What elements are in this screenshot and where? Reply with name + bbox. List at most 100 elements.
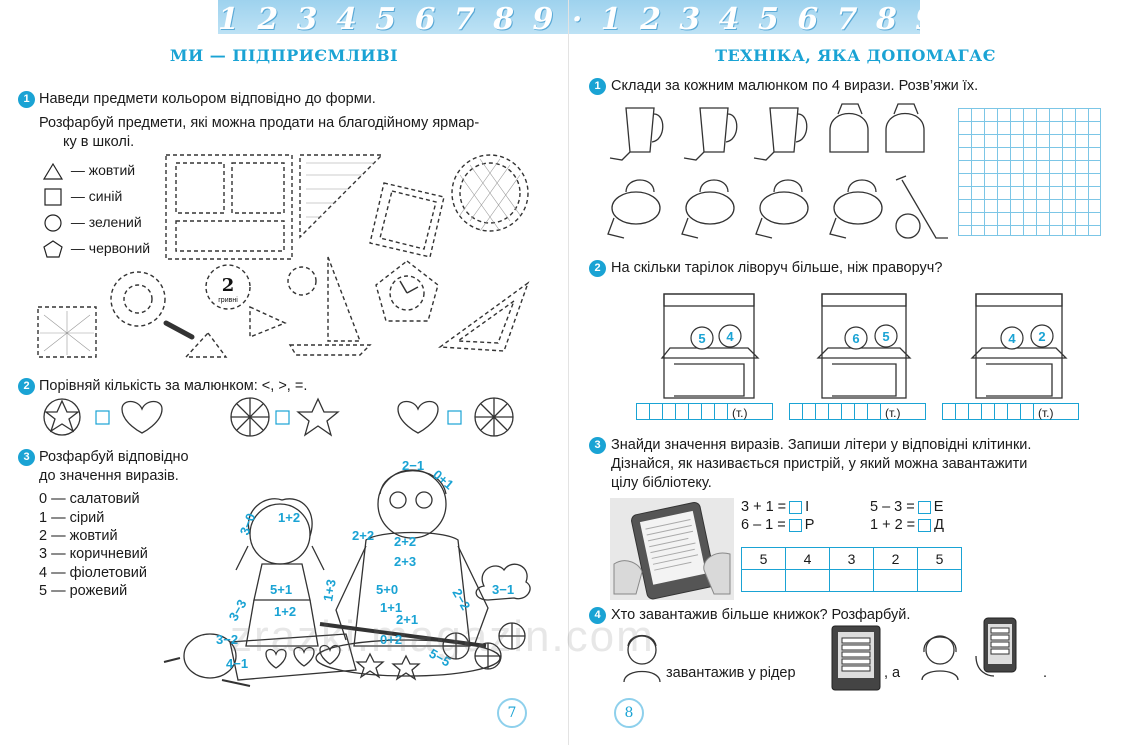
answer-box[interactable] bbox=[789, 500, 803, 514]
page-number-7: 7 bbox=[497, 698, 527, 728]
compare-box-2[interactable] bbox=[275, 410, 290, 425]
ereader-hands-illustration bbox=[610, 498, 734, 600]
picture-expression: 1+1 bbox=[380, 600, 402, 615]
picture-expression: 2+2 bbox=[352, 528, 374, 543]
expression-letter: Д bbox=[934, 517, 944, 533]
dough bbox=[315, 639, 501, 677]
picture-expression: 1+2 bbox=[278, 510, 300, 525]
compare-box-3[interactable] bbox=[447, 410, 462, 425]
picture-expression: 4−1 bbox=[226, 656, 248, 671]
legend-circle: — зелений bbox=[43, 212, 142, 232]
grandmother-head bbox=[377, 469, 447, 539]
decode-number: 5 bbox=[741, 547, 786, 570]
decode-number: 2 bbox=[873, 547, 918, 570]
task-1-instruction: Склади за кожним малюнком по 4 вирази. Р… bbox=[611, 78, 979, 94]
decode-number: 4 bbox=[785, 547, 830, 570]
decode-number: 3 bbox=[829, 547, 874, 570]
decode-numbers-row: 5 4 3 2 5 bbox=[741, 547, 962, 570]
dishwasher-icon bbox=[970, 293, 1068, 399]
task-1-shapes-illustration: 2 гривні bbox=[37, 154, 530, 358]
answer-strip-3[interactable]: (т.) bbox=[942, 403, 1079, 420]
answer-strip-1[interactable]: (т.) bbox=[636, 403, 773, 420]
plate-icon bbox=[874, 324, 898, 348]
small-triangle-shape bbox=[184, 331, 228, 358]
plates-right-count: 4 bbox=[726, 329, 734, 344]
frame-shape bbox=[369, 182, 445, 258]
decode-letter-cell[interactable] bbox=[917, 569, 962, 592]
boy-avatar bbox=[623, 634, 661, 683]
square-icon bbox=[44, 188, 62, 206]
answer-strip-2[interactable]: (т.) bbox=[789, 403, 926, 420]
task-3-line1: Розфарбуй відповідно bbox=[39, 449, 189, 465]
grandmother-apron bbox=[353, 531, 471, 647]
color-key-1: 1 — сірий bbox=[39, 510, 105, 526]
cookie-icon bbox=[43, 398, 81, 436]
picture-expression: 1+3 bbox=[320, 578, 339, 602]
expression-letter: І bbox=[805, 499, 810, 515]
circle-icon bbox=[44, 214, 62, 232]
answer-box[interactable] bbox=[917, 500, 931, 514]
page-number-8: 8 bbox=[614, 698, 644, 728]
clock-shape bbox=[375, 260, 439, 322]
task-4-sentence-part1: завантажив у рідер bbox=[666, 665, 796, 681]
coin-shape bbox=[205, 264, 251, 310]
picture-expression: 5+1 bbox=[270, 582, 292, 597]
task-4-sentence-end: . bbox=[1043, 665, 1048, 681]
color-key-0: 0 — салатовий bbox=[39, 491, 140, 507]
decode-number: 5 bbox=[917, 547, 962, 570]
cookie-tray bbox=[229, 633, 357, 681]
picture-expression: 3−2 bbox=[216, 632, 238, 647]
task-3-number: 3 bbox=[18, 449, 35, 466]
plate-icon bbox=[1030, 324, 1054, 348]
decode-letter-cell[interactable] bbox=[829, 569, 874, 592]
task-3-number: 3 bbox=[589, 437, 606, 454]
coin-value: 2 bbox=[222, 275, 235, 296]
decode-letter-cell[interactable] bbox=[873, 569, 918, 592]
color-key-3: 3 — коричневий bbox=[39, 546, 148, 562]
decode-letter-cell[interactable] bbox=[785, 569, 830, 592]
star-cookie-icon bbox=[296, 397, 340, 437]
expression-text: 6 – 1 = bbox=[741, 517, 786, 533]
color-key-4: 4 — фіолетовий bbox=[39, 565, 148, 581]
kettle-icon bbox=[683, 107, 738, 161]
picture-expression: 1+2 bbox=[274, 604, 296, 619]
legend-triangle: — жовтий bbox=[42, 160, 135, 180]
kettle-icon bbox=[609, 107, 664, 161]
flag-shape bbox=[249, 305, 287, 339]
triangle-icon bbox=[42, 163, 64, 180]
page-gutter bbox=[568, 0, 569, 745]
triangle-shape bbox=[299, 154, 384, 239]
digits-banner: 1 2 3 4 5 6 7 8 9 · 1 2 3 4 5 6 7 8 9 bbox=[218, 0, 920, 34]
phone-books-icon bbox=[975, 617, 1017, 677]
decode-letter-cell[interactable] bbox=[741, 569, 786, 592]
picture-expression: 2−2 bbox=[449, 586, 473, 613]
expression-text: 1 + 2 = bbox=[870, 517, 916, 533]
picture-expression: 3−1 bbox=[492, 582, 514, 597]
expression-3: 6 – 1 =Р bbox=[741, 516, 814, 534]
expression-letter: Е bbox=[933, 499, 944, 515]
baking-coloring-picture: 3−0 1+2 2−1 0+1 2+2 2+2 2+3 5+1 1+2 1+3 … bbox=[163, 458, 531, 687]
legend-label: — зелений bbox=[70, 214, 142, 230]
picture-expression: 3−0 bbox=[237, 511, 259, 537]
plates-right-count: 2 bbox=[1038, 329, 1045, 344]
left-page: МИ — ПІДПРИЄМЛИВІ 1 Наведи предмети коль… bbox=[0, 0, 568, 745]
unit-label: (т.) bbox=[1038, 406, 1054, 420]
legend-square: — синій bbox=[43, 186, 122, 206]
plate-icon bbox=[844, 326, 868, 350]
pie-shape bbox=[451, 154, 529, 232]
upright-vacuum-icon bbox=[895, 175, 948, 239]
picture-expression: 0+2 bbox=[380, 632, 402, 647]
answer-grid[interactable] bbox=[958, 108, 1101, 236]
answer-box[interactable] bbox=[788, 518, 802, 532]
task-1-line2: Розфарбуй предмети, які можна продати на… bbox=[39, 115, 480, 131]
compare-box-1[interactable] bbox=[95, 410, 110, 425]
task-3-line2: до значення виразів. bbox=[39, 468, 179, 484]
task-2-instruction: Порівняй кількість за малюнком: <, >, =. bbox=[39, 378, 308, 394]
answer-box[interactable] bbox=[918, 518, 932, 532]
picture-expression: 2+3 bbox=[394, 554, 416, 569]
picture-expression: 0+1 bbox=[430, 467, 457, 493]
expression-text: 3 + 1 = bbox=[741, 499, 787, 515]
vacuum-icon bbox=[681, 179, 735, 239]
jar bbox=[183, 633, 237, 679]
